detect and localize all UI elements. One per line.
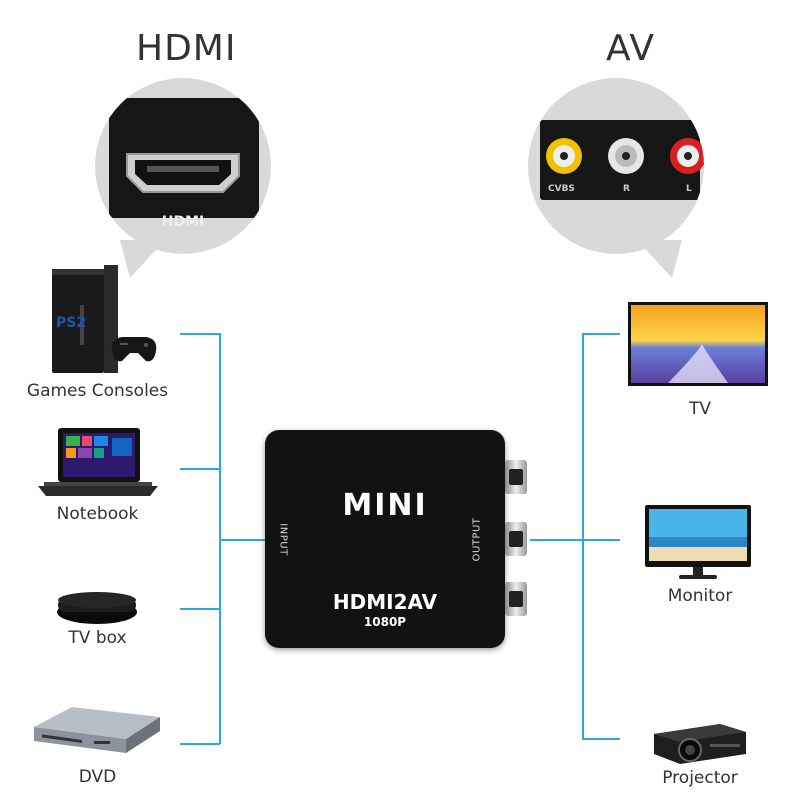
- rca-connector-icon: [505, 582, 527, 616]
- notebook-label: Notebook: [56, 504, 139, 524]
- hdmi-heading: HDMI: [136, 28, 237, 69]
- dvd-label: DVD: [78, 767, 117, 787]
- av-ports-bubble: CVBS R L: [528, 78, 704, 254]
- tv-box-label: TV box: [68, 628, 127, 648]
- hdmi-port-icon: [126, 153, 240, 193]
- input-bus-line: [219, 333, 221, 744]
- output-bus-line: [582, 333, 584, 738]
- cvbs-jack-icon: [546, 138, 582, 174]
- projector-icon: [654, 724, 746, 764]
- av-bubble-tail: [637, 240, 682, 278]
- cvbs-label: CVBS: [548, 184, 575, 194]
- output-line-projector: [582, 738, 620, 740]
- right-audio-jack-icon: [608, 138, 644, 174]
- converter-output-label: OUTPUT: [471, 517, 483, 562]
- monitor-label: Monitor: [667, 586, 733, 606]
- output-line-monitor: [582, 539, 620, 541]
- tv-box-icon: [57, 592, 137, 624]
- right-label: R: [623, 184, 630, 194]
- converter-brand: MINI: [342, 488, 428, 523]
- tv-label: TV: [688, 399, 711, 419]
- input-line-notebook: [180, 468, 220, 470]
- dvd-player-icon: [34, 707, 160, 753]
- converter-model: HDMI2AV: [332, 590, 438, 614]
- hdmi-port-bubble: HDMI: [95, 78, 271, 254]
- hdmi-bubble-tail: [120, 240, 165, 278]
- input-line-converter: [220, 539, 266, 541]
- left-audio-jack-icon: [670, 138, 704, 174]
- notebook-icon: [38, 428, 158, 496]
- output-line-converter: [530, 539, 584, 541]
- game-console-icon: PS2: [52, 265, 157, 373]
- av-heading: AV: [606, 28, 655, 69]
- rca-connector-icon: [505, 522, 527, 556]
- projector-label: Projector: [662, 768, 738, 788]
- games-consoles-label: Games Consoles: [26, 381, 169, 401]
- input-line-console: [180, 333, 220, 335]
- rca-connector-icon: [505, 460, 527, 494]
- input-line-tvbox: [180, 608, 220, 610]
- converter-input-label: INPUT: [277, 523, 289, 556]
- output-line-tv: [582, 333, 620, 335]
- tv-icon: [628, 302, 768, 386]
- converter-resolution: 1080P: [363, 615, 407, 629]
- input-line-dvd: [180, 743, 220, 745]
- left-label: L: [686, 184, 692, 194]
- hdmi2av-converter: MINI INPUT OUTPUT HDMI2AV 1080P: [265, 430, 527, 648]
- console-logo: PS2: [56, 315, 86, 331]
- hdmi-port-label: HDMI: [161, 214, 205, 230]
- monitor-icon: [645, 505, 751, 579]
